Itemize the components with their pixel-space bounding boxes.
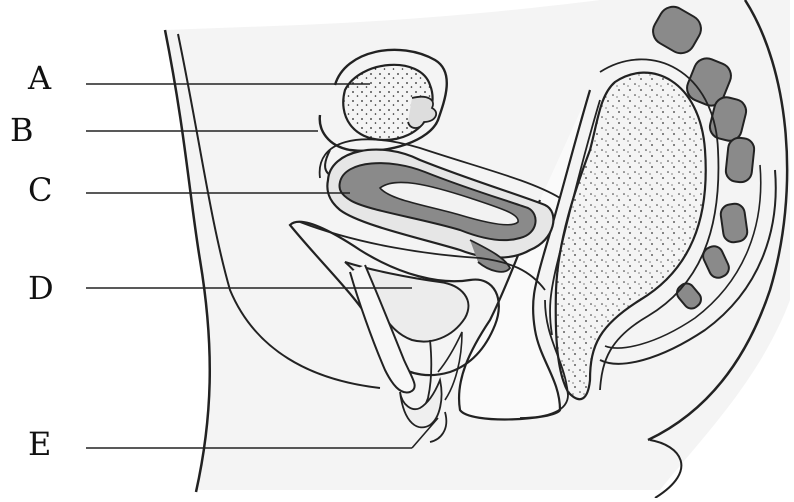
label-c: C <box>28 174 52 206</box>
label-b: B <box>10 114 34 146</box>
label-e: E <box>28 428 51 460</box>
label-a: A <box>28 62 51 94</box>
label-d: D <box>28 272 54 304</box>
